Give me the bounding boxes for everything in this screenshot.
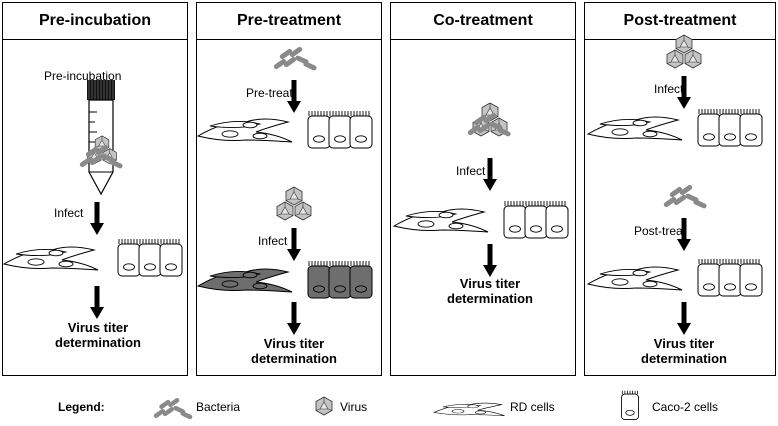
step-label-infect: Infect <box>654 82 684 96</box>
step-label-infect: Infect <box>456 164 486 178</box>
caco2-cell-icon <box>621 390 639 421</box>
arrow-icon <box>90 202 104 235</box>
caco2-cell-icon <box>697 258 763 297</box>
rd-cell-icon <box>197 118 293 143</box>
panel-title: Pre-incubation <box>3 3 187 40</box>
legend-item-caco2-cells: Caco-2 cells <box>652 400 719 414</box>
bacteria-icon <box>663 184 708 209</box>
legend-item-rd-cells: RD cells <box>510 400 555 414</box>
step-label-infect: Infect <box>54 206 84 220</box>
virus-icon <box>667 35 701 68</box>
arrow-icon <box>90 286 104 319</box>
legend-title: Legend: <box>58 400 105 414</box>
panel-pre-treatment: Pre-treatment <box>196 2 382 376</box>
caco2-cell-icon <box>307 110 373 149</box>
caco2-cell-icon <box>697 108 763 147</box>
caco2-cell-icon <box>503 200 569 239</box>
step-label-post-treat: Post-treat <box>634 224 687 238</box>
step-label-pre-treat: Pre-treat <box>246 86 293 100</box>
panel-title: Pre-treatment <box>197 3 381 40</box>
rd-cell-icon <box>393 208 489 233</box>
virus-icon <box>277 187 311 220</box>
legend-item-bacteria: Bacteria <box>196 400 241 414</box>
caco2-cell-treated-icon <box>307 260 373 299</box>
bacteria-icon <box>153 397 193 420</box>
arrow-icon <box>287 302 301 335</box>
bacteria-icon <box>273 46 318 71</box>
step-label-pre-incubation: Pre-incubation <box>44 69 122 83</box>
arrow-icon <box>677 302 691 335</box>
panel-pre-incubation: Pre-incubation <box>2 2 188 376</box>
rd-cell-icon <box>3 246 99 271</box>
step-label-infect: Infect <box>258 234 288 248</box>
legend-item-virus: Virus <box>340 400 368 414</box>
panel-title: Co-treatment <box>391 3 575 40</box>
arrow-icon <box>483 244 497 277</box>
caco2-cell-icon <box>117 238 183 277</box>
rd-cell-icon <box>587 116 683 141</box>
panel-co-treatment: Co-treatment <box>390 2 576 376</box>
rd-cell-icon <box>433 402 505 417</box>
rd-cell-treated-icon <box>197 268 293 293</box>
arrow-icon <box>287 228 301 261</box>
virus-icon <box>315 396 333 416</box>
rd-cell-icon <box>587 266 683 291</box>
